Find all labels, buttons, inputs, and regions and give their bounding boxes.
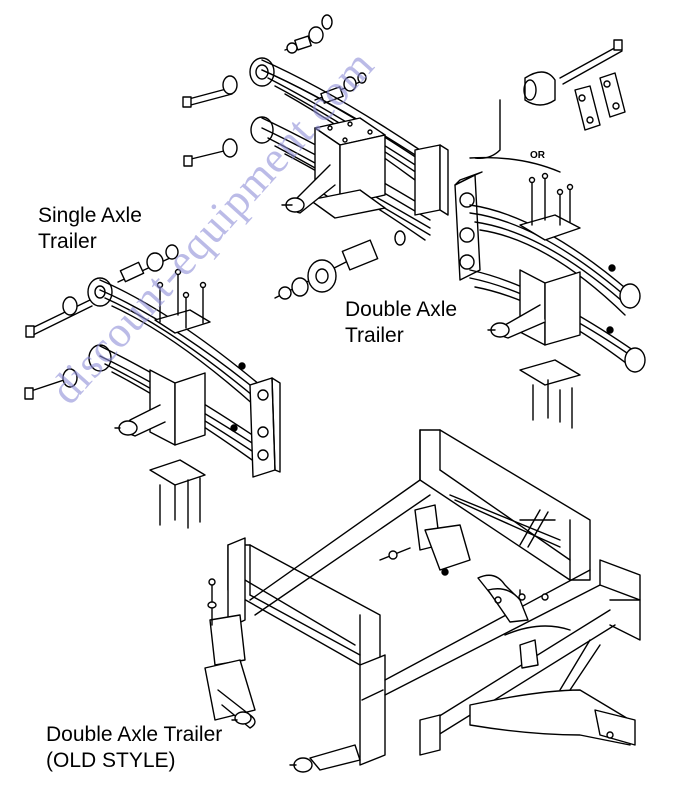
double-axle-old-style-label: Double Axle Trailer (OLD STYLE): [46, 722, 222, 774]
double-axle-shackle-parts: [469, 39, 626, 173]
or-label: OR: [530, 150, 545, 161]
double-axle-old-style-label-line1: Double Axle Trailer: [46, 723, 223, 746]
single-axle-label: Single Axle Trailer: [38, 203, 142, 255]
single-axle-top-bolt: [25, 277, 113, 338]
double-axle-label-line2: Trailer: [345, 324, 404, 347]
double-axle-label: Double Axle Trailer: [345, 297, 457, 349]
nut-icon: [238, 362, 246, 370]
double-axle-top-spacer: [284, 14, 333, 54]
nut-icon: [608, 264, 616, 272]
single-axle-hanger: [249, 377, 281, 478]
single-axle-spindle: [114, 404, 166, 437]
old-style-frame: [204, 429, 641, 773]
single-axle-top-spacer: [117, 244, 179, 283]
double-axle-label-line1: Double Axle: [345, 298, 458, 321]
double-axle-old-style-label-line2: (OLD STYLE): [46, 749, 176, 772]
single-axle-spring-seat: [149, 268, 211, 529]
double-axle-assembly: [182, 14, 646, 429]
single-axle-label-line1: Single Axle: [38, 204, 142, 227]
single-axle-assembly: [24, 244, 281, 529]
single-axle-label-line2: Trailer: [38, 230, 97, 253]
double-axle-lower-bolt: [183, 138, 238, 167]
double-axle-bottom-bushings: [274, 230, 406, 300]
double-axle-right-spring-seat: [519, 172, 581, 429]
double-axle-spindle-left: [281, 164, 336, 214]
double-axle-spindle-right: [487, 304, 546, 339]
double-axle-top-left-bolt: [182, 57, 275, 108]
nut-icon: [606, 326, 614, 334]
nut-icon: [230, 424, 238, 432]
double-axle-equalizer: [414, 144, 483, 281]
double-axle-spring-seat: [309, 117, 386, 219]
single-axle-lower-bolt: [24, 344, 112, 400]
double-axle-mid-spacer: [314, 72, 367, 104]
